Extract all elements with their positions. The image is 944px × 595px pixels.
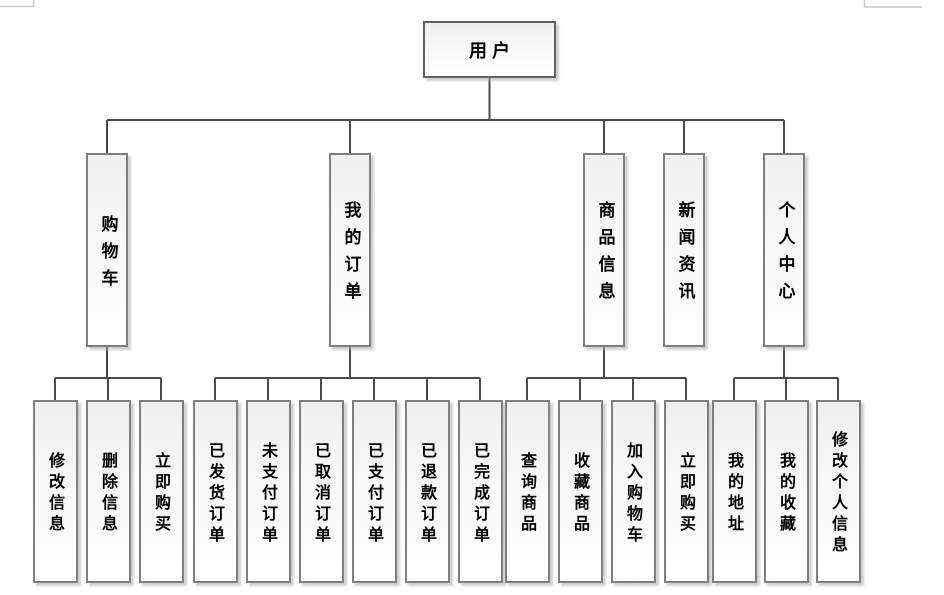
root-node-user: 用户 (423, 21, 556, 78)
branch-node-4-label: 个人中心 (774, 201, 795, 309)
leaf-node-2-0: 查询商品 (504, 400, 550, 583)
leaf-node-1-4-label: 已退款订单 (418, 441, 437, 547)
leaf-node-1-2: 已取消订单 (298, 400, 344, 583)
leaf-node-1-5: 已完成订单 (457, 400, 503, 583)
leaf-node-2-1-label: 收藏商品 (571, 452, 590, 536)
leaf-node-1-5-label: 已完成订单 (471, 441, 490, 547)
leaf-node-1-0: 已发货订单 (192, 400, 238, 583)
leaf-node-1-0-label: 已发货订单 (206, 441, 225, 547)
branch-node-2-label: 商品信息 (594, 201, 615, 309)
frame-corner-right (863, 0, 922, 8)
branch-node-2: 商品信息 (583, 153, 625, 347)
leaf-node-4-0: 我的地址 (711, 400, 757, 583)
leaf-node-1-3: 已支付订单 (351, 400, 397, 583)
leaf-node-0-0-label: 修改信息 (46, 452, 65, 536)
leaf-node-2-3: 立即购买 (663, 400, 709, 583)
branch-node-3: 新闻资讯 (663, 153, 705, 347)
leaf-node-1-1: 未支付订单 (245, 400, 291, 583)
leaf-node-0-2-label: 立即购买 (152, 452, 171, 536)
branch-node-1: 我的订单 (329, 153, 371, 347)
leaf-node-1-4: 已退款订单 (404, 400, 450, 583)
branch-node-4: 个人中心 (763, 153, 805, 347)
branch-node-3-label: 新闻资讯 (674, 201, 695, 309)
leaf-node-1-1-label: 未支付订单 (259, 441, 278, 547)
leaf-node-2-0-label: 查询商品 (518, 452, 537, 536)
leaf-node-2-3-label: 立即购买 (677, 452, 696, 536)
leaf-node-0-1: 删除信息 (85, 400, 131, 583)
leaf-node-1-2-label: 已取消订单 (312, 441, 331, 547)
leaf-node-4-0-label: 我的地址 (725, 452, 744, 536)
leaf-node-4-2: 修改个人信息 (815, 400, 861, 583)
leaf-node-0-0: 修改信息 (32, 400, 78, 583)
branch-node-0: 购物车 (86, 153, 128, 347)
leaf-node-4-2-label: 修改个人信息 (829, 431, 848, 557)
frame-corner-left (0, 0, 35, 8)
leaf-node-1-3-label: 已支付订单 (365, 441, 384, 547)
leaf-node-2-2-label: 加入购物车 (624, 441, 643, 547)
leaf-node-4-1-label: 我的收藏 (777, 452, 796, 536)
leaf-node-4-1: 我的收藏 (763, 400, 809, 583)
leaf-node-0-2: 立即购买 (138, 400, 184, 583)
root-node-label: 用户 (469, 40, 515, 62)
branch-node-0-label: 购物车 (97, 214, 118, 296)
leaf-node-0-1-label: 删除信息 (99, 452, 118, 536)
leaf-node-2-1: 收藏商品 (557, 400, 603, 583)
branch-node-1-label: 我的订单 (340, 201, 361, 309)
leaf-node-2-2: 加入购物车 (610, 400, 656, 583)
